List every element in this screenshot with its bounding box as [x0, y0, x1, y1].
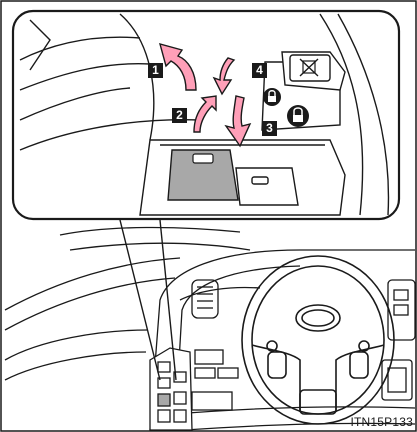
car-interior [5, 227, 415, 430]
lock-icon [263, 88, 281, 106]
window-switch-driver [168, 150, 238, 200]
callout-1: 1 [148, 63, 163, 78]
zoom-inset [13, 11, 399, 219]
steering-wheel-icon [242, 256, 394, 424]
callout-4: 4 [252, 63, 267, 78]
window-switch-passenger [236, 168, 298, 205]
window-lock-icon [290, 55, 330, 81]
reference-code: ITN15P133 [350, 415, 413, 429]
callout-2: 2 [172, 108, 187, 123]
unlock-icon [287, 105, 309, 127]
door-switch-panel-small [150, 348, 192, 430]
callout-3: 3 [262, 121, 277, 136]
